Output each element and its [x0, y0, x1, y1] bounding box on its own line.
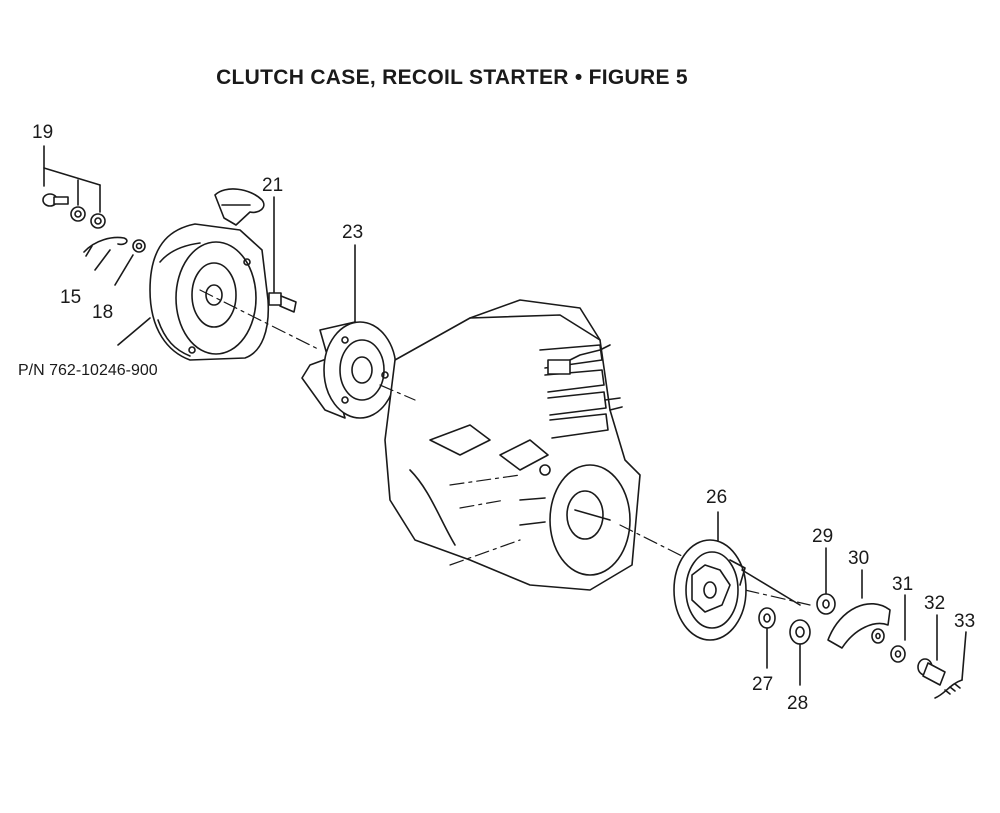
part-15-clip: [83, 236, 128, 271]
part-30-shoe: [827, 569, 891, 649]
callout-23: 23: [342, 222, 363, 243]
part-29-washer: [816, 547, 836, 615]
callout-18: 18: [92, 302, 113, 323]
part-32-bolt: [917, 614, 946, 686]
part-number-label: P/N 762-10246-900: [18, 362, 158, 379]
part-26-clutch: [673, 511, 801, 641]
callout-21: 21: [262, 175, 283, 196]
callout-32: 32: [924, 593, 945, 614]
part-31-washer: [890, 594, 906, 663]
part-33-spring: [934, 631, 967, 699]
callout-27: 27: [752, 674, 773, 695]
part-28-nut: [789, 619, 811, 686]
callout-26: 26: [706, 487, 727, 508]
callout-15: 15: [60, 287, 81, 308]
callout-30: 30: [848, 548, 869, 569]
callout-19: 19: [32, 122, 53, 143]
part-18-washer: [114, 239, 146, 286]
part-21-stud: [268, 196, 297, 313]
recoil-starter-housing: [117, 188, 270, 361]
callout-33: 33: [954, 611, 975, 632]
figure-title: CLUTCH CASE, RECOIL STARTER • FIGURE 5: [216, 66, 688, 89]
callout-31: 31: [892, 574, 913, 595]
part-27-washer: [758, 607, 776, 669]
callout-29: 29: [812, 526, 833, 547]
part-19-screws: [42, 145, 106, 229]
callout-28: 28: [787, 693, 808, 714]
engine-block: [384, 299, 641, 591]
part-23-pulley: [301, 244, 397, 419]
